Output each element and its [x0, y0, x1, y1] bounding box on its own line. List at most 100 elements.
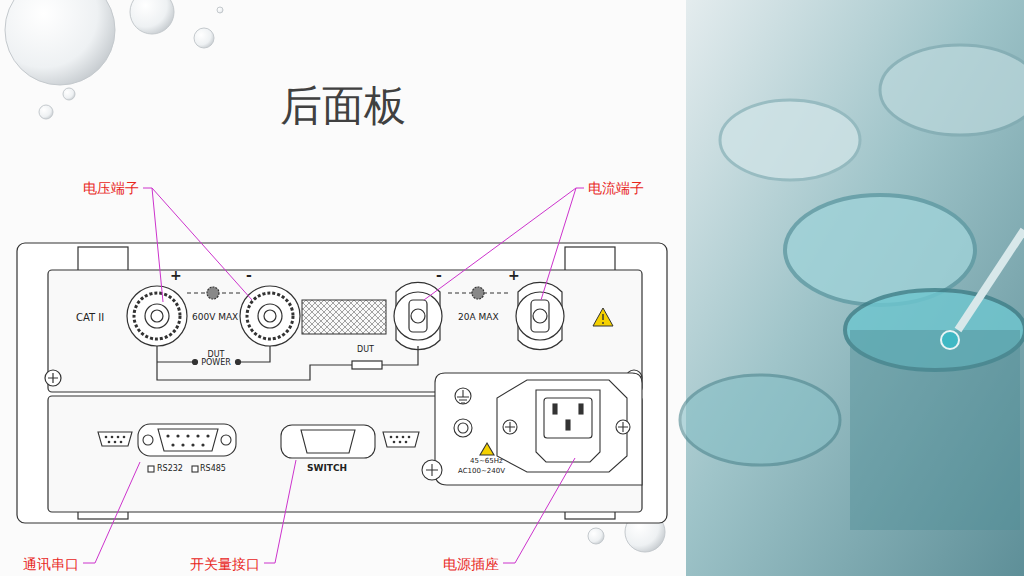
drawing-path [281, 425, 375, 458]
callout-label: 电源插座 [443, 556, 499, 572]
drawing-circle [5, 0, 115, 85]
drawing-rect [544, 398, 592, 438]
drawing-rect [409, 300, 427, 332]
drawing-path [536, 390, 600, 462]
drawing-circle [396, 436, 399, 439]
drawing-circle [114, 441, 117, 444]
drawing-circle [186, 434, 189, 437]
drawing-path [157, 346, 352, 380]
drawing-path [158, 429, 218, 451]
leader-lines [83, 188, 584, 563]
port-name: RS232 [157, 464, 183, 473]
drawing-ellipse [680, 375, 840, 465]
drawing-circle [533, 309, 547, 323]
drawing-circle [151, 310, 163, 322]
drawing-circle [402, 436, 405, 439]
lab-photo [680, 0, 1024, 576]
drawing-path [497, 380, 627, 472]
drawing-circle [454, 419, 472, 437]
drawing-circle [45, 370, 61, 386]
instrument-housing [17, 243, 667, 523]
power-inlet [422, 373, 642, 485]
rating-text: 600V MAX [192, 312, 238, 322]
drawing-circle [472, 287, 484, 299]
drawing-circle [394, 292, 442, 340]
drawing-path [503, 458, 575, 563]
warning-triangle [593, 308, 613, 326]
drawing-rect [138, 424, 236, 456]
drawing-circle [236, 360, 241, 365]
internal-wires [157, 346, 418, 380]
drawing-path [48, 373, 58, 383]
drawing-path [98, 432, 132, 446]
drawing-g [390, 436, 411, 444]
polarity-mark: + [170, 267, 182, 283]
drawing-path [435, 373, 642, 485]
drawing-circle [247, 293, 293, 339]
drawing-circle [145, 304, 169, 328]
rating-text: CAT II [76, 312, 104, 324]
drawing-circle [390, 436, 393, 439]
drawing-circle [206, 434, 209, 437]
current-terminals [394, 282, 564, 349]
port-name: RS485 [200, 464, 226, 473]
voltage-terminals [127, 286, 300, 346]
drawing-rect [566, 420, 570, 430]
drawing-circle [405, 441, 408, 444]
drawing-path [424, 188, 584, 300]
callout-label: 电流端子 [588, 180, 644, 196]
drawing-circle [201, 443, 204, 446]
callout-label: 电压端子 [83, 180, 139, 196]
drawing-rect [579, 404, 583, 414]
drawing-path [541, 188, 576, 300]
drawing-path [157, 361, 192, 362]
drawing-path [480, 443, 494, 455]
drawing-rect [553, 404, 557, 414]
port-name: SWITCH [307, 463, 347, 473]
drawing-rect [565, 247, 615, 273]
drawing-path [382, 346, 418, 365]
drawing-rect [0, 0, 686, 576]
drawing-circle [193, 360, 198, 365]
drawing-g [166, 434, 209, 446]
drawing-circle [240, 286, 300, 346]
drawing-circle [111, 436, 114, 439]
drawing-circle [393, 441, 396, 444]
drawing-circle [221, 435, 231, 445]
drawing-circle [408, 436, 411, 439]
drawing-circle [134, 293, 180, 339]
rating-text: 20A MAX [458, 312, 499, 322]
drawing-circle [217, 7, 223, 13]
water-drops [5, 0, 665, 552]
drawing-circle [176, 434, 179, 437]
drawing-circle [588, 528, 604, 544]
drawing-rect [352, 361, 382, 369]
drawing-circle [108, 441, 111, 444]
callout-label: 通讯串口 [23, 556, 79, 572]
drawing-ellipse [720, 100, 860, 180]
drawing-circle [399, 441, 402, 444]
drawing-circle [194, 28, 214, 48]
drawing-circle [458, 423, 468, 433]
drawing-circle [207, 287, 219, 299]
drawing-circle [455, 388, 471, 404]
drawing-line [958, 230, 1024, 330]
drawing-path [457, 390, 469, 403]
drawing-circle [120, 441, 123, 444]
drawing-circle [941, 331, 959, 349]
drawing-path [593, 308, 613, 326]
drawing-path [505, 422, 515, 432]
drawing-circle [166, 434, 169, 437]
power-rating: 45~65Hz [470, 457, 503, 465]
drawing-g [105, 436, 126, 444]
drawing-circle [181, 443, 184, 446]
polarity-mark: + [508, 267, 520, 283]
callout-label: 开关量接口 [190, 556, 260, 572]
drawing-path [264, 460, 296, 563]
drawing-circle [123, 436, 126, 439]
drawing-circle [117, 436, 120, 439]
drawing-circle [171, 443, 174, 446]
drawing-rect [78, 247, 128, 273]
drawing-path [301, 430, 355, 453]
